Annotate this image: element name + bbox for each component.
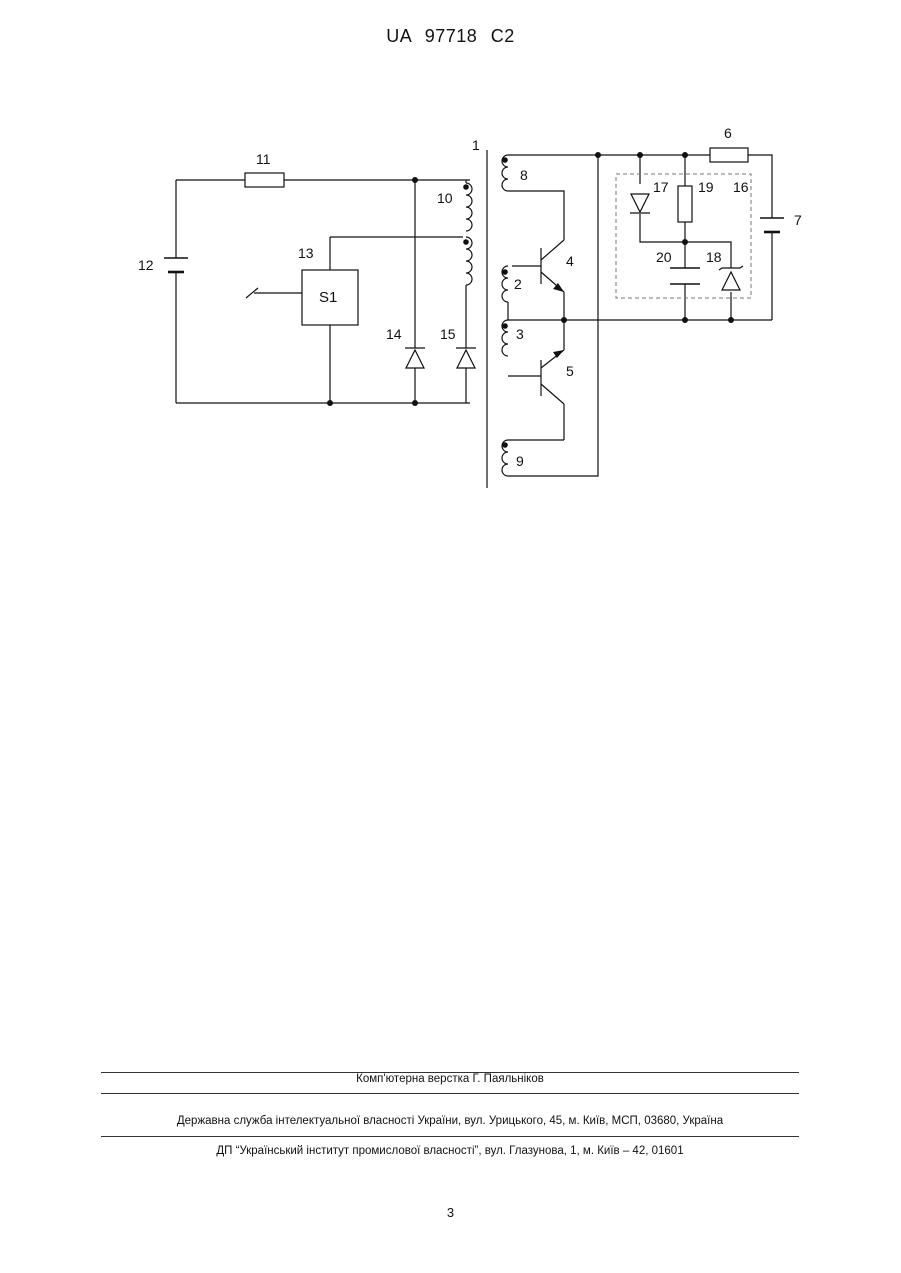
footer-office-address: Державна служба інтелектуальної власност… xyxy=(101,1115,799,1127)
label-18: 18 xyxy=(706,249,722,265)
label-14: 14 xyxy=(386,326,402,342)
label-9: 9 xyxy=(516,453,524,469)
label-13: 13 xyxy=(298,245,314,261)
label-3: 3 xyxy=(516,326,524,342)
footer-institute-address: ДП “Український інститут промислової вла… xyxy=(101,1145,799,1157)
label-19: 19 xyxy=(698,179,714,195)
label-8: 8 xyxy=(520,167,528,183)
footer-rule-middle xyxy=(101,1093,799,1094)
label-s1: S1 xyxy=(319,289,337,306)
footer-rule-bottom xyxy=(101,1136,799,1137)
label-20: 20 xyxy=(656,249,672,265)
label-16: 16 xyxy=(733,179,749,195)
label-6: 6 xyxy=(724,125,732,141)
label-10: 10 xyxy=(437,190,453,206)
circuit-diagram: 1 2 3 4 5 6 7 8 9 10 11 12 13 14 15 16 1… xyxy=(0,0,901,520)
label-17: 17 xyxy=(653,179,669,195)
label-11: 11 xyxy=(256,151,271,167)
label-1: 1 xyxy=(472,137,480,153)
label-7: 7 xyxy=(794,212,802,228)
label-2: 2 xyxy=(514,276,522,292)
label-4: 4 xyxy=(566,253,574,269)
label-5: 5 xyxy=(566,363,574,379)
footer-layout-credit: Комп'ютерна верстка Г. Паяльніков xyxy=(101,1073,799,1085)
label-12: 12 xyxy=(138,257,154,273)
page-number: 3 xyxy=(0,1205,901,1220)
label-15: 15 xyxy=(440,326,456,342)
